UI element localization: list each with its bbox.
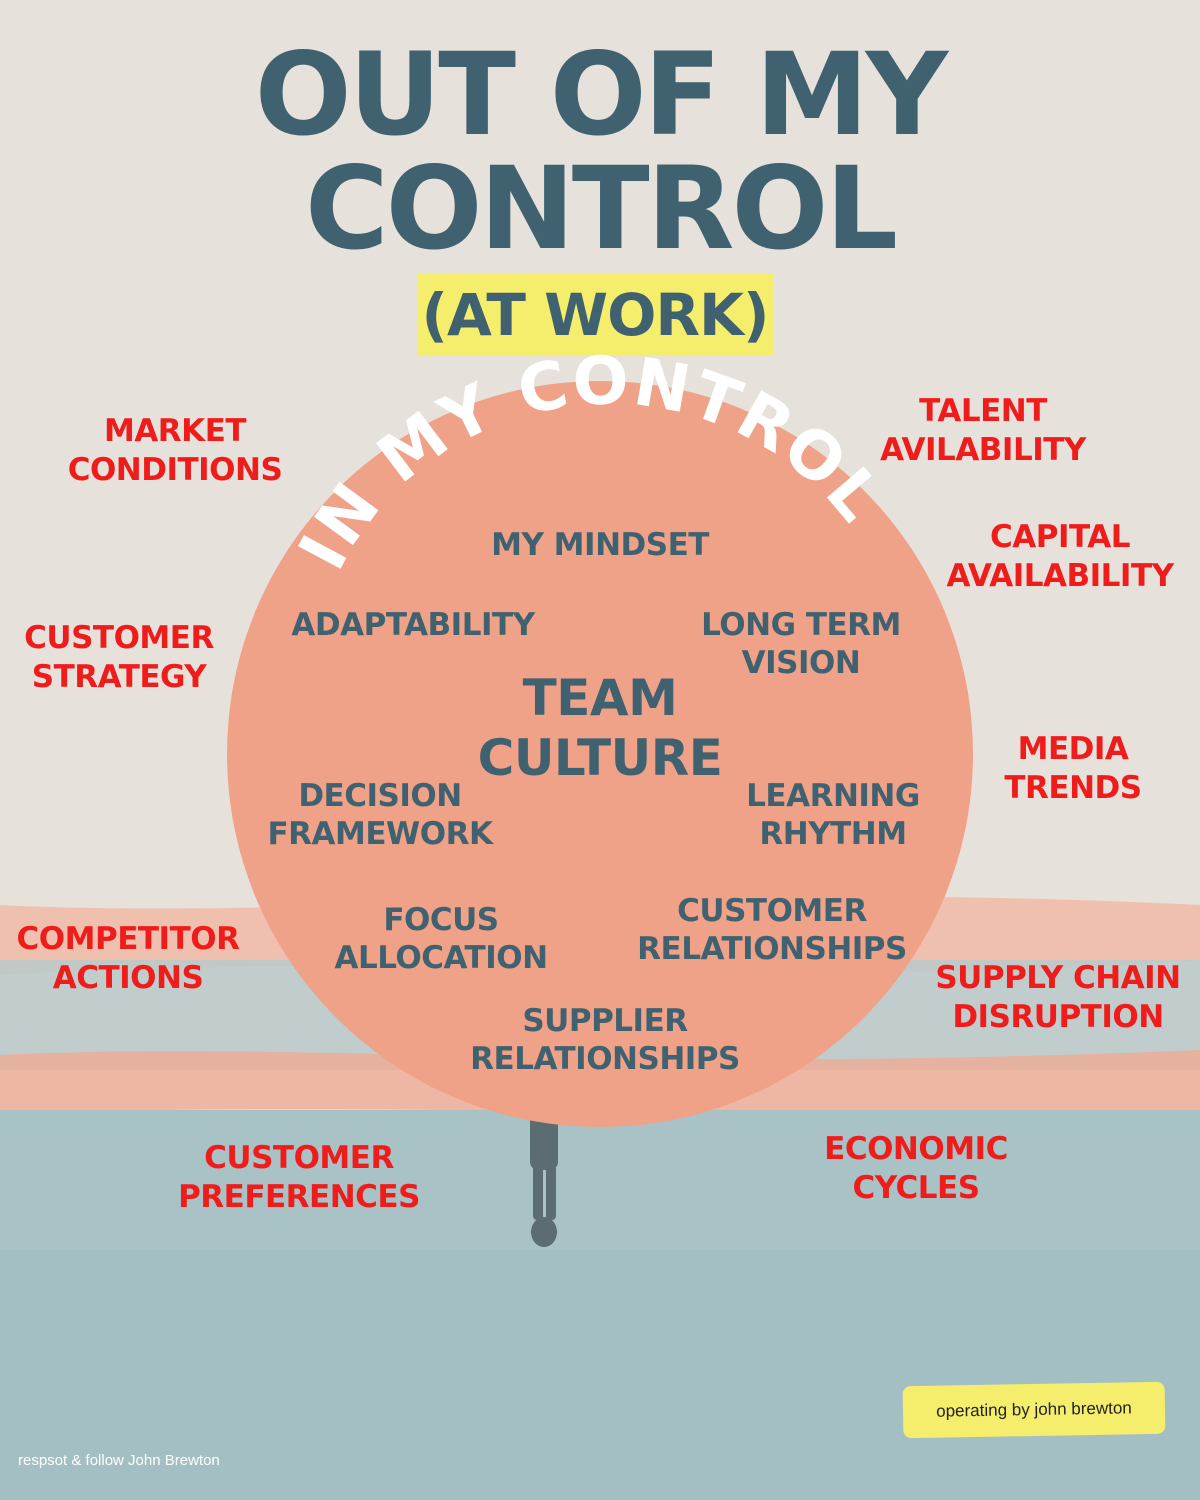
author-badge: operating by john brewton [902, 1381, 1166, 1439]
item-my-mindset: MY MINDSET [491, 527, 709, 563]
circle-fill [227, 381, 973, 1127]
subtitle-badge: (AT WORK) [417, 273, 773, 356]
footer-credit: respsot & follow John Brewton [18, 1452, 220, 1469]
title-line-1: OUT OF MY [254, 28, 948, 161]
title-line-2: CONTROL [304, 142, 898, 275]
item-adaptability: ADAPTABILITY [291, 607, 535, 643]
